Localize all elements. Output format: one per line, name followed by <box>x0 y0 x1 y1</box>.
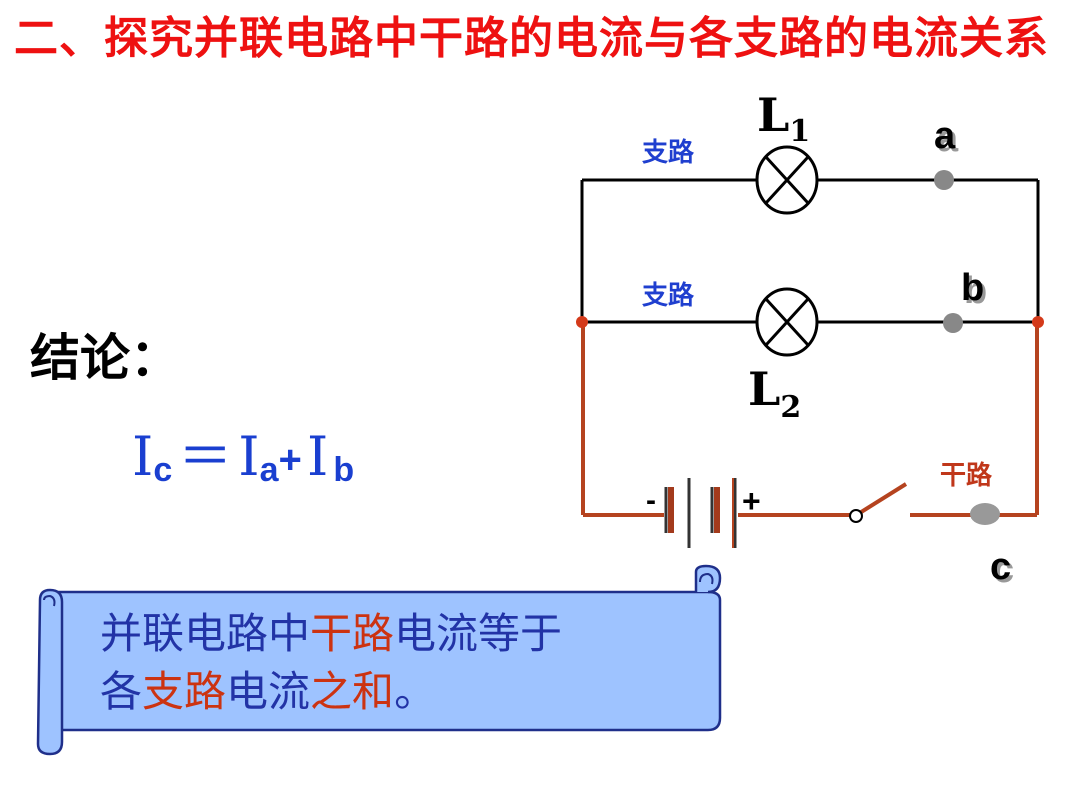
current-formula: Ic＝Ia+ I b <box>132 412 354 491</box>
point-c-dot <box>970 503 1000 525</box>
conclusion-label: 结论： <box>30 329 180 387</box>
point-a-shadow: a <box>937 118 959 160</box>
junction-right <box>1032 316 1044 328</box>
junction-left <box>576 316 588 328</box>
lamp-l1 <box>755 145 819 215</box>
conclusion-line2-part1: 各 <box>100 667 143 716</box>
point-c-shadow: c <box>993 549 1014 591</box>
battery-symbol <box>664 478 737 548</box>
formula-equals: ＝ <box>178 425 233 488</box>
conclusion-line1-part1: 并联电路中 <box>100 609 311 658</box>
branch-wire-top <box>580 178 1040 322</box>
lamp-l2-label: L2 <box>748 362 801 425</box>
page-title: 二、探究并联电路中干路的电流与各支路的电流关系 <box>14 13 1049 64</box>
formula-sub-c: c <box>153 451 173 489</box>
lamp-l2-subscript: 2 <box>780 390 801 425</box>
conclusion-text: 并联电路中干路电流等于 各支路电流之和。 <box>100 605 700 721</box>
lamp-l1-label: L1 <box>757 88 810 149</box>
formula-sub-b: b <box>333 451 355 489</box>
point-c-label: c <box>990 546 1011 588</box>
conclusion-line-2: 各支路电流之和。 <box>100 663 700 721</box>
conclusion-line2-period: 。 <box>394 667 437 716</box>
conclusion-line-1: 并联电路中干路电流等于 <box>100 605 700 663</box>
conclusion-line2-highlight-sum: 之和 <box>310 667 395 716</box>
formula-i-b: I <box>306 425 329 488</box>
lamp-l2 <box>755 287 819 357</box>
branch-label-top: 支路 <box>642 137 695 168</box>
point-a-dot <box>934 170 954 190</box>
conclusion-scroll <box>36 564 722 756</box>
lamp-l2-letter: L <box>748 362 780 416</box>
lamp-l1-subscript: 1 <box>789 114 810 149</box>
switch-symbol <box>849 482 908 523</box>
point-b-dot <box>943 313 963 333</box>
point-b-label: b <box>961 267 984 309</box>
formula-i-a: I <box>238 425 260 488</box>
conclusion-line2-highlight-branch: 支路 <box>142 667 227 716</box>
branch-label-middle: 支路 <box>642 280 695 311</box>
formula-plus: + <box>278 438 302 482</box>
lamp-l1-letter: L <box>757 88 789 142</box>
point-a-label: a <box>934 115 956 157</box>
battery-plus-sign: + <box>742 483 761 519</box>
conclusion-line1-highlight: 干路 <box>310 609 395 658</box>
conclusion-line1-part3: 电流等于 <box>394 609 563 658</box>
battery-minus-sign: - <box>646 484 656 517</box>
main-circuit-label: 干路 <box>940 460 993 491</box>
point-b-shadow: b <box>964 270 987 312</box>
formula-sub-a: a <box>259 451 279 489</box>
formula-i-c: I <box>132 425 154 488</box>
conclusion-line2-part3: 电流 <box>226 667 311 716</box>
